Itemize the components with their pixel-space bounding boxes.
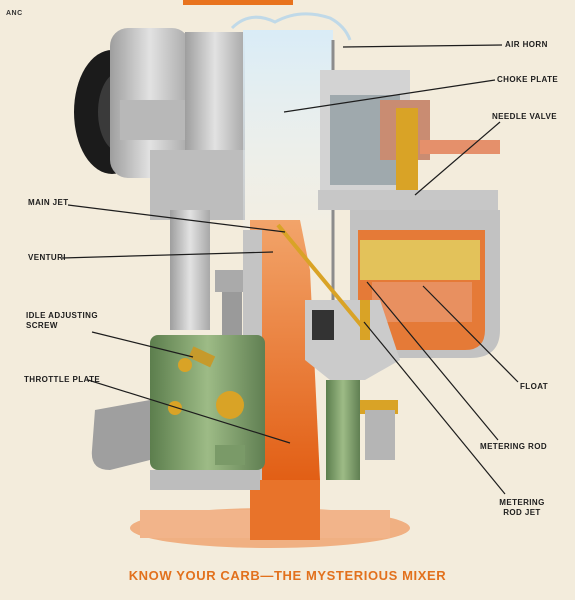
corner-tag: ANC	[6, 10, 23, 17]
leader-idle-screw	[91, 331, 194, 358]
metering-rod-assembly	[276, 223, 370, 340]
lower-right-body	[305, 300, 400, 480]
label-idle-adjusting-screw: IDLE ADJUSTING SCREW	[26, 311, 98, 330]
leader-choke-plate	[283, 79, 496, 113]
upper-body	[150, 32, 250, 342]
label-main-jet: MAIN JET	[28, 198, 69, 207]
leader-venturi	[61, 251, 274, 259]
label-needle-valve: NEEDLE VALVE	[492, 112, 557, 121]
label-venturi: VENTURI	[28, 253, 66, 262]
label-metering-rod-jet: METERING ROD JET	[499, 498, 545, 517]
throttle-body	[91, 335, 265, 490]
leader-air-horn	[342, 44, 503, 48]
pulley-housing	[74, 28, 190, 178]
leader-float	[422, 285, 519, 383]
label-choke-plate: CHOKE PLATE	[497, 75, 559, 84]
leader-main-jet	[67, 204, 286, 233]
top-accent-bar	[183, 0, 293, 5]
label-float: FLOAT	[520, 382, 549, 391]
label-throttle-plate: THROTTLE PLATE	[24, 375, 101, 384]
label-metering-rod: METERING ROD	[480, 442, 548, 451]
leader-throttle-plate	[87, 379, 291, 444]
fuel-pool	[130, 480, 410, 548]
leader-metering-rod	[366, 281, 499, 441]
label-air-horn: AIR HORN	[505, 40, 548, 49]
leader-metering-rod-jet	[363, 321, 506, 495]
leader-needle-valve	[414, 121, 501, 196]
leader-lines	[61, 44, 519, 495]
float-bowl	[318, 70, 500, 358]
page-caption: KNOW YOUR CARB—THE MYSTERIOUS MIXER	[128, 568, 447, 583]
